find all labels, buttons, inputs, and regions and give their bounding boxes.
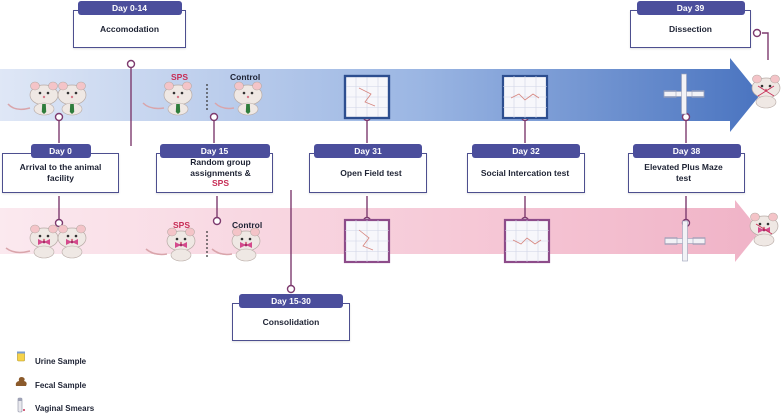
accomodation-day-header: Day 0-14 bbox=[77, 1, 182, 15]
random-assignment-day-header: Day 15 bbox=[159, 144, 270, 158]
social-interaction-box: Day 32 Social Intercation test bbox=[467, 144, 585, 193]
node-day15-top bbox=[209, 112, 219, 122]
social-arena-male-icon bbox=[501, 74, 549, 120]
open-field-arena-male-icon bbox=[343, 74, 391, 120]
legend-urine-label: Urine Sample bbox=[35, 357, 87, 366]
female-control-label: Control bbox=[232, 220, 263, 230]
male-rat-sps-icon bbox=[142, 81, 193, 116]
open-field-arena-female-icon bbox=[343, 218, 391, 264]
arrival-text: Arrival to the animal facility bbox=[19, 162, 102, 183]
social-arena-female-icon bbox=[503, 218, 551, 264]
arrival-box: Day 0 Arrival to the animal facility bbox=[2, 144, 119, 193]
social-interaction-day-header: Day 32 bbox=[472, 144, 580, 158]
dissection-day-header: Day 39 bbox=[636, 1, 745, 15]
random-assignment-sps: SPS bbox=[211, 178, 229, 189]
node-consolidation bbox=[286, 284, 296, 294]
elevated-plus-maze-text: Elevated Plus Maze test bbox=[644, 162, 723, 183]
vaginal-swab-icon bbox=[17, 397, 26, 413]
dissection-rat-male-icon bbox=[751, 74, 781, 109]
legend-fecal-label: Fecal Sample bbox=[35, 381, 87, 390]
male-rat-control-icon bbox=[214, 81, 263, 116]
female-rat-sps-icon bbox=[145, 227, 196, 262]
dissection-rat-female-icon bbox=[749, 212, 779, 247]
social-interaction-text: Social Intercation test bbox=[480, 167, 570, 178]
legend-vaginal-label: Vaginal Smears bbox=[35, 404, 95, 413]
male-rats-arrival-icon bbox=[7, 81, 87, 116]
random-assignment-box: Day 15 Random group assignments & SPS bbox=[156, 144, 273, 193]
node-day0-bottom bbox=[54, 218, 64, 228]
node-dissection bbox=[752, 28, 762, 38]
consolidation-box: Day 15-30 Consolidation bbox=[232, 294, 350, 341]
connector-dissection bbox=[762, 32, 769, 60]
consolidation-text: Consolidation bbox=[262, 316, 320, 327]
random-assignment-text: Random group assignments & SPS bbox=[190, 157, 251, 189]
node-day38-top bbox=[681, 112, 691, 122]
female-rats-arrival-icon bbox=[5, 224, 87, 259]
accomodation-box: Day 0-14 Accomodation bbox=[73, 1, 186, 48]
accomodation-text: Accomodation bbox=[99, 23, 160, 34]
elevated-plus-maze-day-header: Day 38 bbox=[632, 144, 741, 158]
female-sps-label: SPS bbox=[173, 220, 191, 230]
dissection-box: Day 39 Dissection bbox=[630, 1, 751, 48]
open-field-box: Day 31 Open Field test bbox=[309, 144, 427, 193]
dissection-text: Dissection bbox=[669, 23, 712, 34]
urine-cup-icon bbox=[16, 351, 26, 362]
consolidation-day-header: Day 15-30 bbox=[239, 294, 343, 308]
male-control-label: Control bbox=[230, 72, 261, 82]
elevated-plus-maze-box: Day 38 Elevated Plus Maze test bbox=[628, 144, 745, 193]
open-field-day-header: Day 31 bbox=[314, 144, 422, 158]
open-field-text: Open Field test bbox=[340, 167, 402, 178]
fecal-icon bbox=[15, 377, 27, 386]
node-day15-bottom bbox=[212, 216, 222, 226]
arrival-day-header: Day 0 bbox=[30, 144, 91, 158]
node-accomodation bbox=[126, 59, 136, 69]
node-day0-top bbox=[54, 112, 64, 122]
female-rat-control-icon bbox=[211, 227, 261, 262]
male-sps-label: SPS bbox=[171, 72, 189, 82]
